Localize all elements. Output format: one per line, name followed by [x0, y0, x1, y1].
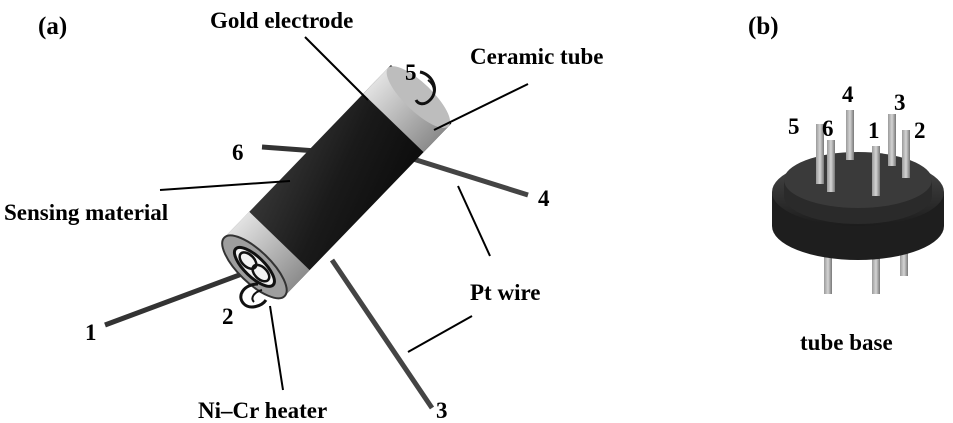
heater-coil-bottom [239, 282, 268, 309]
label-pt-wire: Pt wire [470, 280, 540, 305]
base-pin-1 [872, 146, 880, 196]
gold-electrode-band-bottom [224, 211, 310, 297]
label-heater: Ni–Cr heater [198, 398, 327, 423]
pin-label-b-6: 6 [822, 116, 834, 141]
leader-sensing-material [159, 180, 291, 191]
panel-a: (a) Gold [4, 8, 604, 423]
base-pin-bottom-right [900, 250, 908, 276]
pin-label-b-2: 2 [914, 118, 926, 143]
tube-base [772, 152, 944, 260]
base-pin-6 [827, 140, 835, 192]
pin-label-b-3: 3 [894, 90, 906, 115]
label-tube-base: tube base [800, 330, 893, 355]
pin-label-a-5: 5 [405, 60, 417, 85]
label-gold-electrode: Gold electrode [210, 8, 353, 33]
base-pin-bottom-left [824, 250, 832, 294]
base-pin-5 [816, 124, 824, 184]
panel-b-tag: (b) [748, 13, 779, 40]
leader-pt-wire-upper [457, 185, 491, 257]
pin-label-a-6: 6 [232, 140, 244, 165]
base-pin-bottom-mid [872, 250, 880, 294]
leader-pt-wire-lower [407, 315, 473, 353]
base-pin-4 [846, 110, 854, 160]
pt-wire-4 [409, 155, 529, 198]
pin-label-a-3: 3 [436, 398, 448, 423]
pt-wire-3 [329, 258, 435, 410]
pin-label-a-2: 2 [222, 304, 234, 329]
base-pin-3 [888, 114, 896, 166]
base-pin-2 [902, 130, 910, 178]
panel-a-tag: (a) [38, 13, 67, 40]
label-sensing-material: Sensing material [4, 200, 168, 225]
pin-label-b-1: 1 [868, 118, 880, 143]
gold-electrode-band-top [363, 67, 449, 153]
leader-ceramic-tube [433, 83, 529, 131]
leader-heater [269, 305, 284, 391]
panel-b: (b) 1 2 3 4 5 6 tube base [748, 13, 944, 355]
ceramic-tube [221, 65, 452, 300]
pin-label-b-5: 5 [788, 114, 800, 139]
pin-label-b-4: 4 [842, 82, 854, 107]
label-ceramic-tube: Ceramic tube [470, 44, 604, 69]
leader-gold-electrode [304, 36, 369, 101]
pt-wire-1 [104, 265, 259, 328]
pin-label-a-1: 1 [85, 320, 97, 345]
pin-label-a-4: 4 [538, 186, 550, 211]
